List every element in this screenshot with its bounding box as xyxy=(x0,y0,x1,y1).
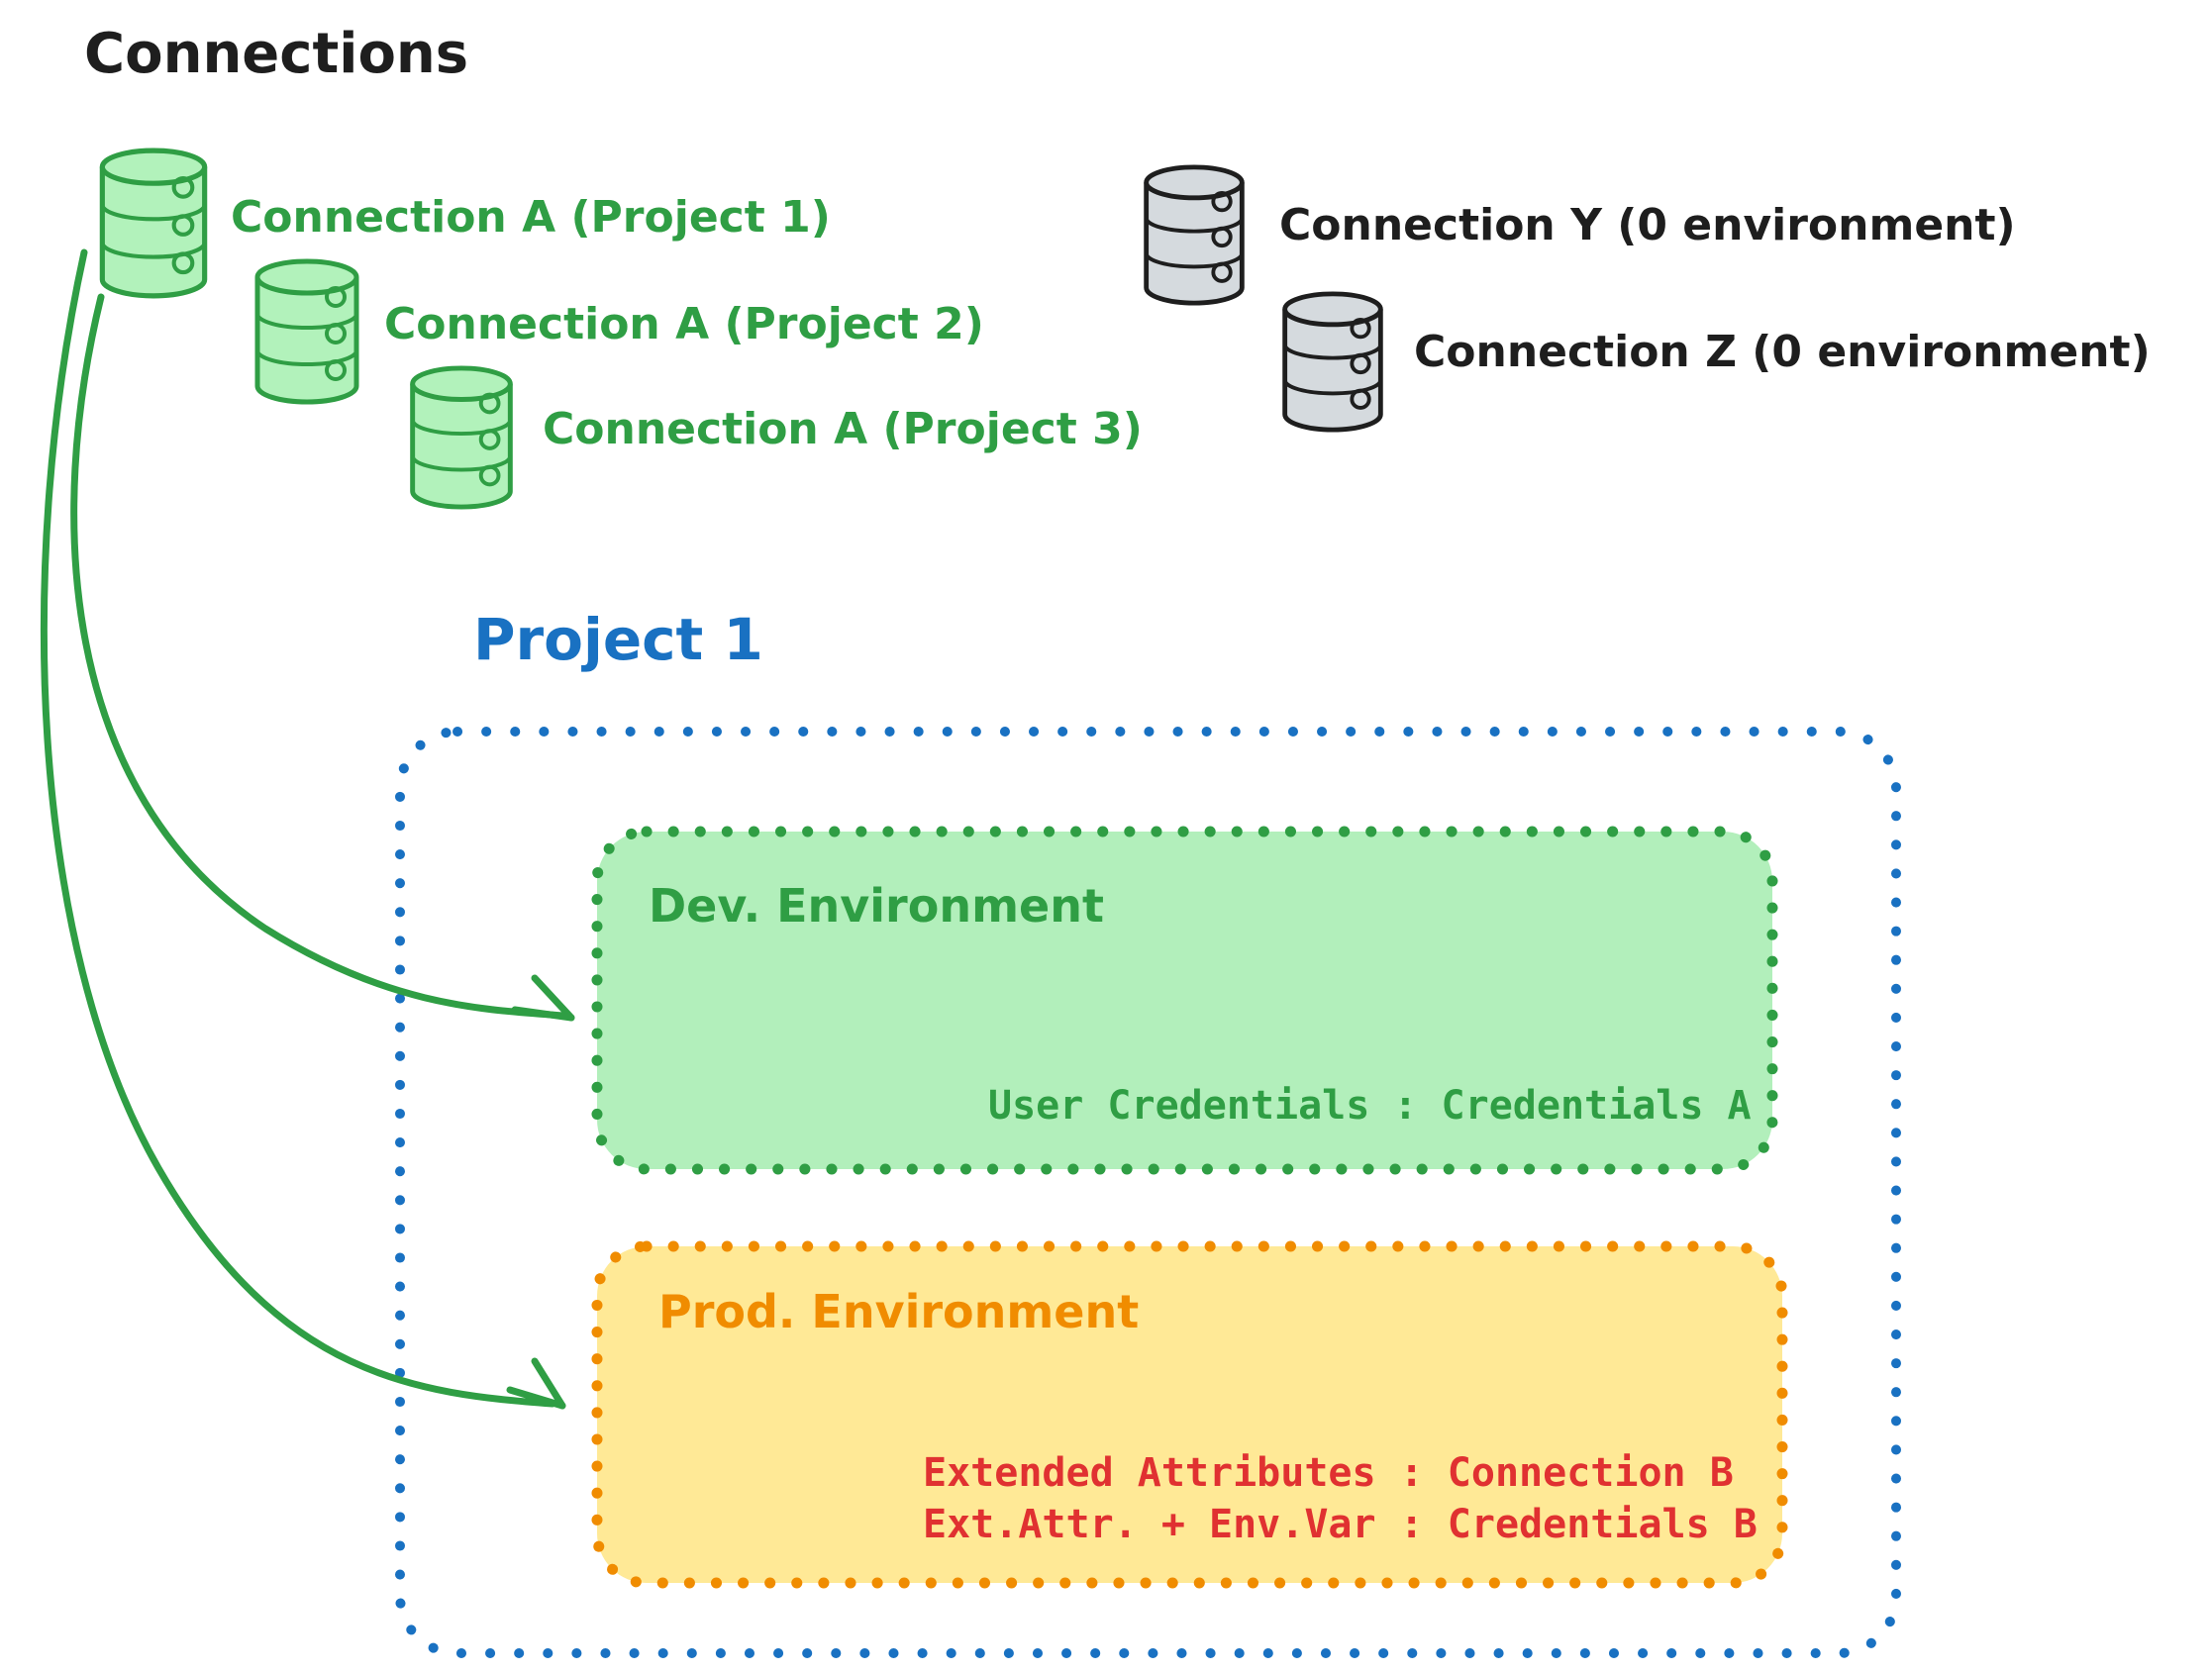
dev-credentials-mapping: User Credentials : Credentials A xyxy=(988,1083,1752,1129)
connection-y-label: Connection Y (0 environment) xyxy=(1279,200,2016,250)
prod-extended-attributes-mapping: Extended Attributes : Connection B xyxy=(923,1450,1734,1496)
dev-environment-box xyxy=(591,826,1778,1175)
project1-container-box xyxy=(395,727,1901,1658)
arrow-connection-to-prod xyxy=(40,248,566,1410)
connection-a-project1-label: Connection A (Project 1) xyxy=(231,192,831,243)
connection-z-label: Connection Z (0 environment) xyxy=(1414,327,2151,377)
database-icon xyxy=(1282,291,1383,433)
prod-environment-title: Prod. Environment xyxy=(658,1285,1140,1338)
page-title: Connections xyxy=(84,22,469,86)
prod-environment-box xyxy=(591,1240,1788,1589)
database-icon xyxy=(99,148,208,299)
connection-a-project2-label: Connection A (Project 2) xyxy=(384,299,984,349)
prod-env-var-mapping: Ext.Attr. + Env.Var : Credentials B xyxy=(923,1502,1758,1547)
database-icon xyxy=(410,365,513,510)
dev-environment-title: Dev. Environment xyxy=(649,879,1104,933)
project1-title: Project 1 xyxy=(473,606,763,673)
arrow-connection-to-dev xyxy=(70,293,575,1022)
database-icon xyxy=(254,258,359,405)
connection-a-project3-label: Connection A (Project 3) xyxy=(543,404,1143,454)
database-icon xyxy=(1144,164,1245,306)
